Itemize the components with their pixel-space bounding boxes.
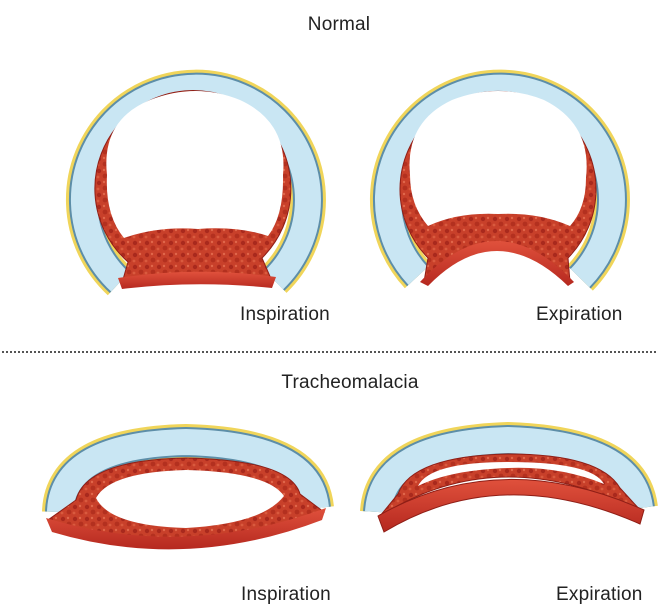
normal-expiration-trachea — [388, 88, 612, 286]
tracheomalacia-expiration-trachea — [378, 440, 644, 532]
tracheomalacia-expiration-label: Expiration — [556, 584, 643, 606]
airway-lumen — [410, 91, 587, 226]
normal-inspiration-label: Inspiration — [240, 304, 330, 326]
tracheomalacia-section-title: Tracheomalacia — [0, 372, 660, 394]
airway-lumen — [106, 91, 283, 238]
tracheomalacia-inspiration-trachea — [46, 442, 326, 549]
normal-expiration-label: Expiration — [536, 304, 623, 326]
normal-section-title: Normal — [0, 14, 660, 36]
tracheomalacia-inspiration-label: Inspiration — [241, 584, 331, 606]
normal-inspiration-trachea — [84, 88, 308, 289]
